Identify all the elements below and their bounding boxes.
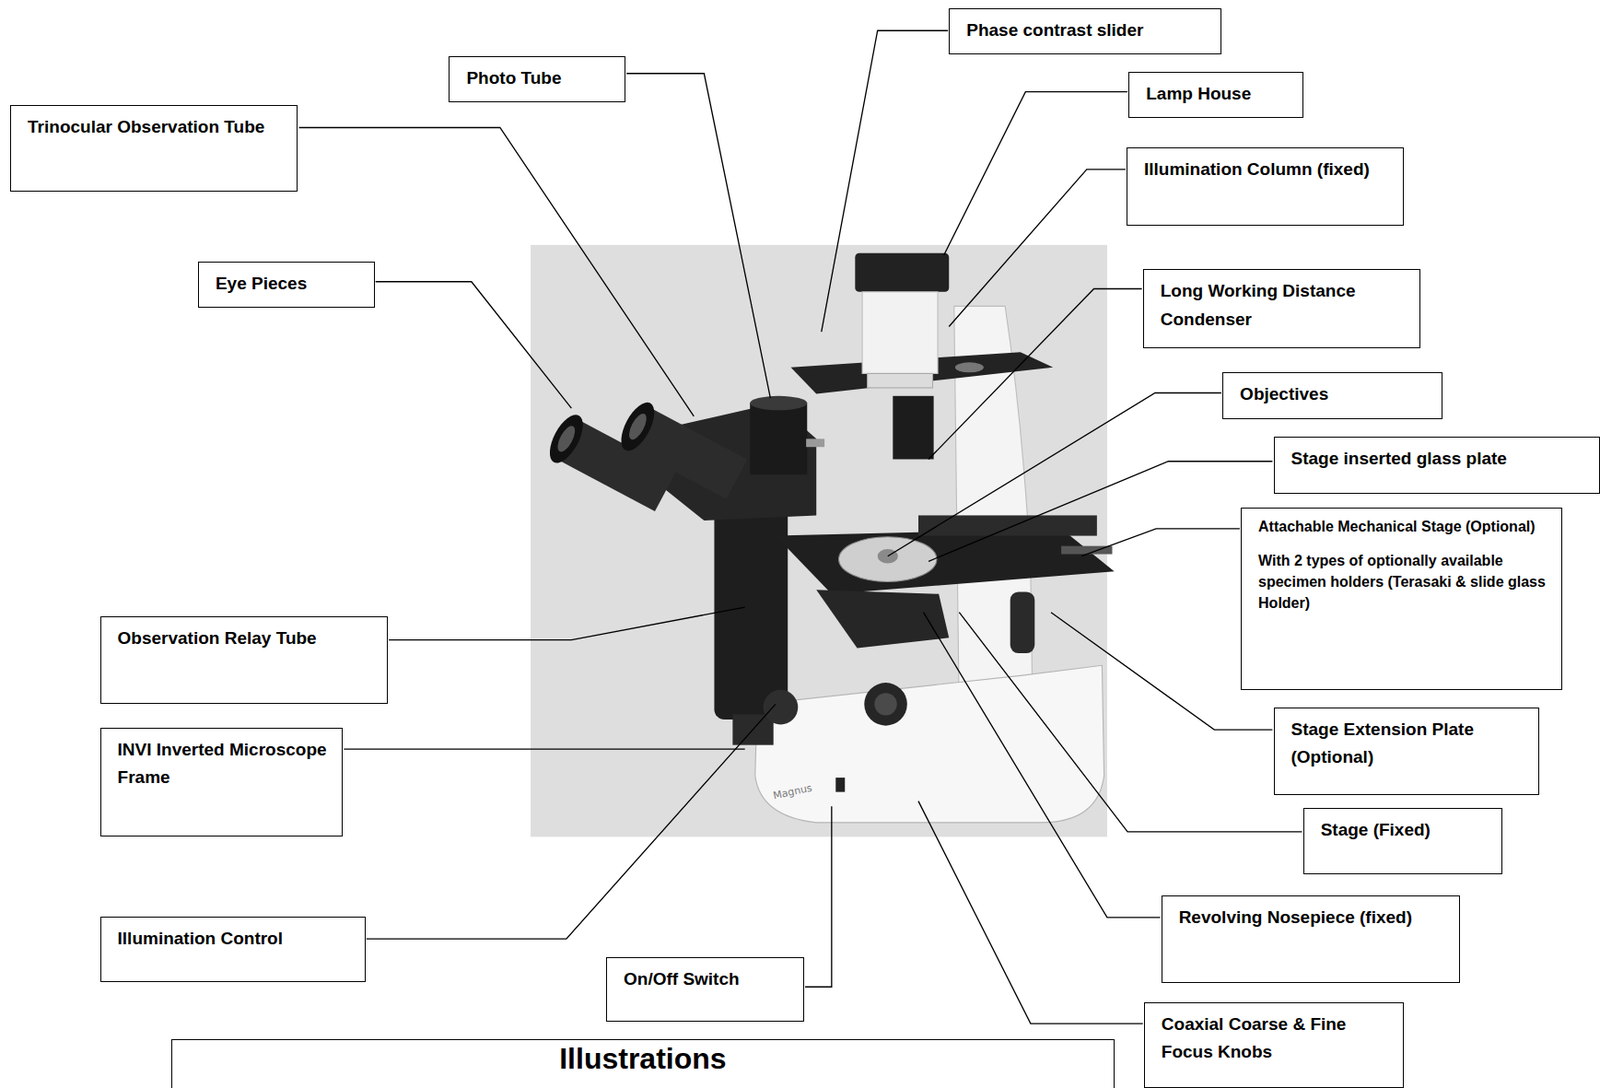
part-name: Stage (Fixed)	[1320, 816, 1487, 844]
heading-text: Illustrations	[181, 1041, 1105, 1076]
mechanical-stage	[918, 514, 1098, 536]
part-name: Observation Relay Tube	[117, 624, 373, 653]
part-name: Phase contrast slider	[966, 16, 1206, 45]
callout-box: Objectives	[1222, 372, 1443, 419]
photo-tube	[749, 403, 807, 476]
callout-box: Lamp House	[1128, 71, 1303, 118]
part-name: Revolving Nosepiece (fixed)	[1179, 903, 1446, 932]
lamp-house	[854, 253, 949, 292]
stage-plate	[775, 528, 1115, 595]
part-name: Stage Extension Plate (Optional)	[1291, 715, 1524, 772]
illumination-dial	[763, 689, 799, 725]
power-switch	[835, 777, 845, 793]
callout-box: Revolving Nosepiece (fixed)	[1161, 895, 1461, 983]
callout-box: Stage (Fixed)	[1303, 807, 1503, 875]
part-name: Attachable Mechanical Stage (Optional)	[1258, 515, 1547, 538]
callout-box: On/Off Switch	[606, 957, 805, 1022]
illumination-column	[862, 291, 938, 374]
photo-tube-pin	[805, 438, 825, 447]
part-name: Stage inserted glass plate	[1291, 444, 1585, 473]
part-name: Objectives	[1239, 380, 1427, 409]
glass-plate	[839, 537, 937, 583]
slider-hole	[955, 362, 984, 373]
part-name: Photo Tube	[466, 64, 610, 93]
relay-tube	[713, 490, 788, 720]
part-name: Illumination Column (fixed)	[1144, 155, 1389, 184]
part-name: Eye Pieces	[215, 269, 360, 298]
condenser	[892, 396, 934, 460]
heading-box: Illustrations	[171, 1039, 1115, 1088]
callout-box: Attachable Mechanical Stage (Optional) Wi…	[1240, 507, 1563, 690]
stage-knob	[1010, 592, 1036, 654]
callout-box: Phase contrast slider	[948, 8, 1222, 55]
callout-box: Stage Extension Plate (Optional)	[1273, 707, 1540, 795]
callout-box: Photo Tube	[448, 56, 626, 103]
callout-box: INVI Inverted Microscope Frame	[100, 727, 344, 838]
callout-box: Long Working Distance Condenser	[1143, 268, 1421, 348]
part-name: Trinocular Observation Tube	[27, 113, 282, 141]
part-name: Illumination Control	[117, 924, 351, 953]
callout-box: Eye Pieces	[198, 261, 375, 308]
part-name: INVI Inverted Microscope Frame	[117, 735, 328, 793]
callout-box: Trinocular Observation Tube	[10, 105, 298, 192]
part-name: Long Working Distance Condenser	[1160, 277, 1405, 334]
part-name: Lamp House	[1145, 80, 1287, 108]
part-name: On/Off Switch	[623, 965, 789, 993]
part-name: With 2 types of optionally available spe…	[1258, 549, 1547, 615]
callout-box: Illumination Control	[100, 916, 366, 982]
photo-tube-top	[749, 396, 807, 411]
callout-box: Coaxial Coarse & Fine Focus Knobs	[1144, 1002, 1404, 1088]
fine-focus-knob	[874, 692, 897, 715]
part-name: Coaxial Coarse & Fine Focus Knobs	[1161, 1010, 1389, 1067]
callout-box: Stage inserted glass plate	[1273, 436, 1600, 494]
callout-box: Illumination Column (fixed)	[1126, 147, 1404, 226]
focus-knob	[864, 682, 908, 726]
eyepiece-right	[614, 397, 749, 503]
column-ring	[867, 373, 934, 388]
callout-box: Observation Relay Tube	[100, 616, 388, 704]
brand-label: Magnus	[771, 782, 814, 803]
nosepiece	[816, 589, 949, 648]
base-frame	[755, 665, 1105, 823]
